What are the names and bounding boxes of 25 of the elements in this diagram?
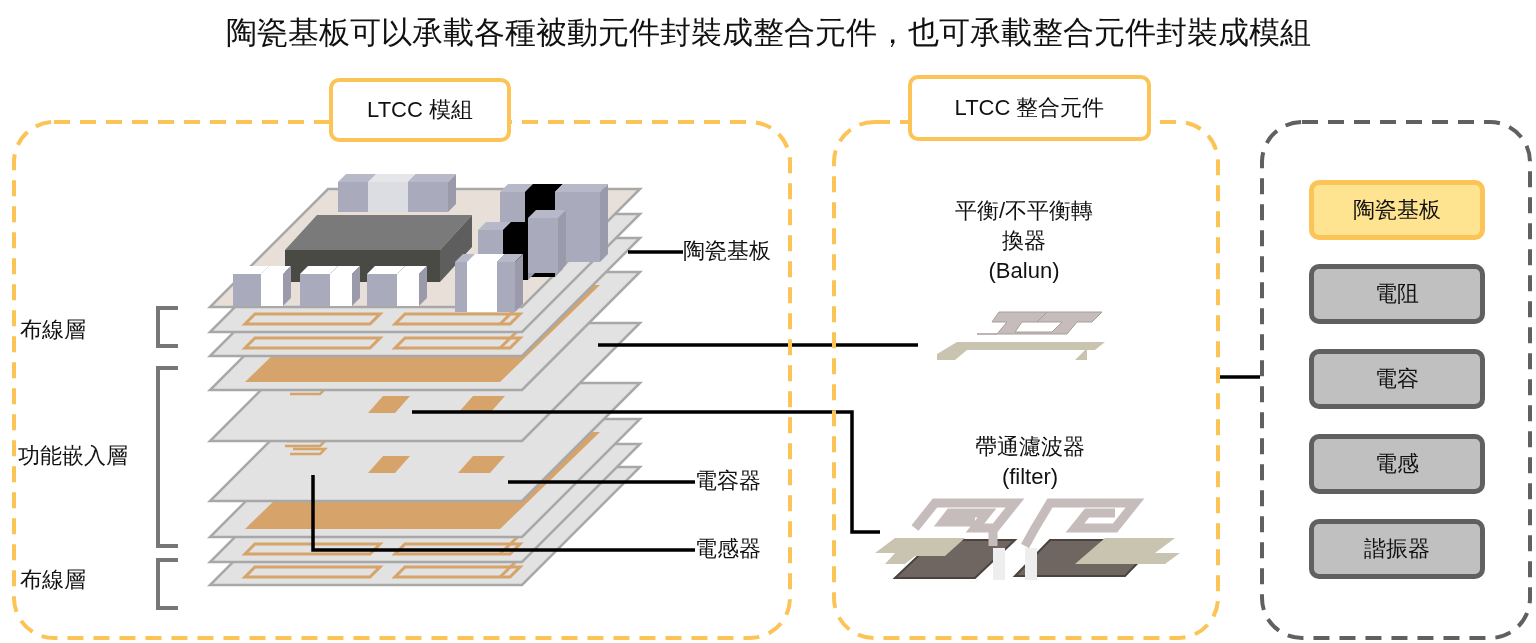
layer-label: 功能嵌入層 [18, 442, 128, 470]
component-label: 帶通濾波器 [975, 433, 1085, 461]
part-label: 電容器 [695, 466, 781, 498]
component-tag: 電容 [1309, 349, 1485, 409]
layer-label: 布線層 [20, 566, 86, 594]
leader-line [311, 475, 695, 552]
component-label: (filter) [1001, 463, 1059, 491]
part-label: 陶瓷基板 [683, 236, 793, 268]
component-tag: 陶瓷基板 [1309, 180, 1485, 240]
group-title: LTCC 整合元件 [908, 75, 1151, 141]
component-tag: 諧振器 [1309, 519, 1485, 579]
component-tag: 電阻 [1309, 264, 1485, 324]
leader-line [628, 250, 683, 254]
component-label: (Balun) [988, 257, 1060, 285]
dashed-group-frame [1260, 120, 1532, 640]
group-title: LTCC 模組 [329, 78, 511, 142]
leader-line [412, 410, 880, 534]
connector-line [1220, 375, 1260, 379]
component-tag: 電感 [1309, 434, 1485, 494]
leader-line [598, 343, 918, 347]
part-label: 電感器 [695, 534, 781, 566]
title: 陶瓷基板可以承載各種被動元件封裝成整合元件，也可承載整合元件封裝成模組 [224, 14, 1312, 52]
layer-label: 布線層 [20, 316, 86, 344]
component-label: 平衡/不平衡轉換器 [954, 197, 1094, 255]
leader-line [508, 480, 695, 484]
